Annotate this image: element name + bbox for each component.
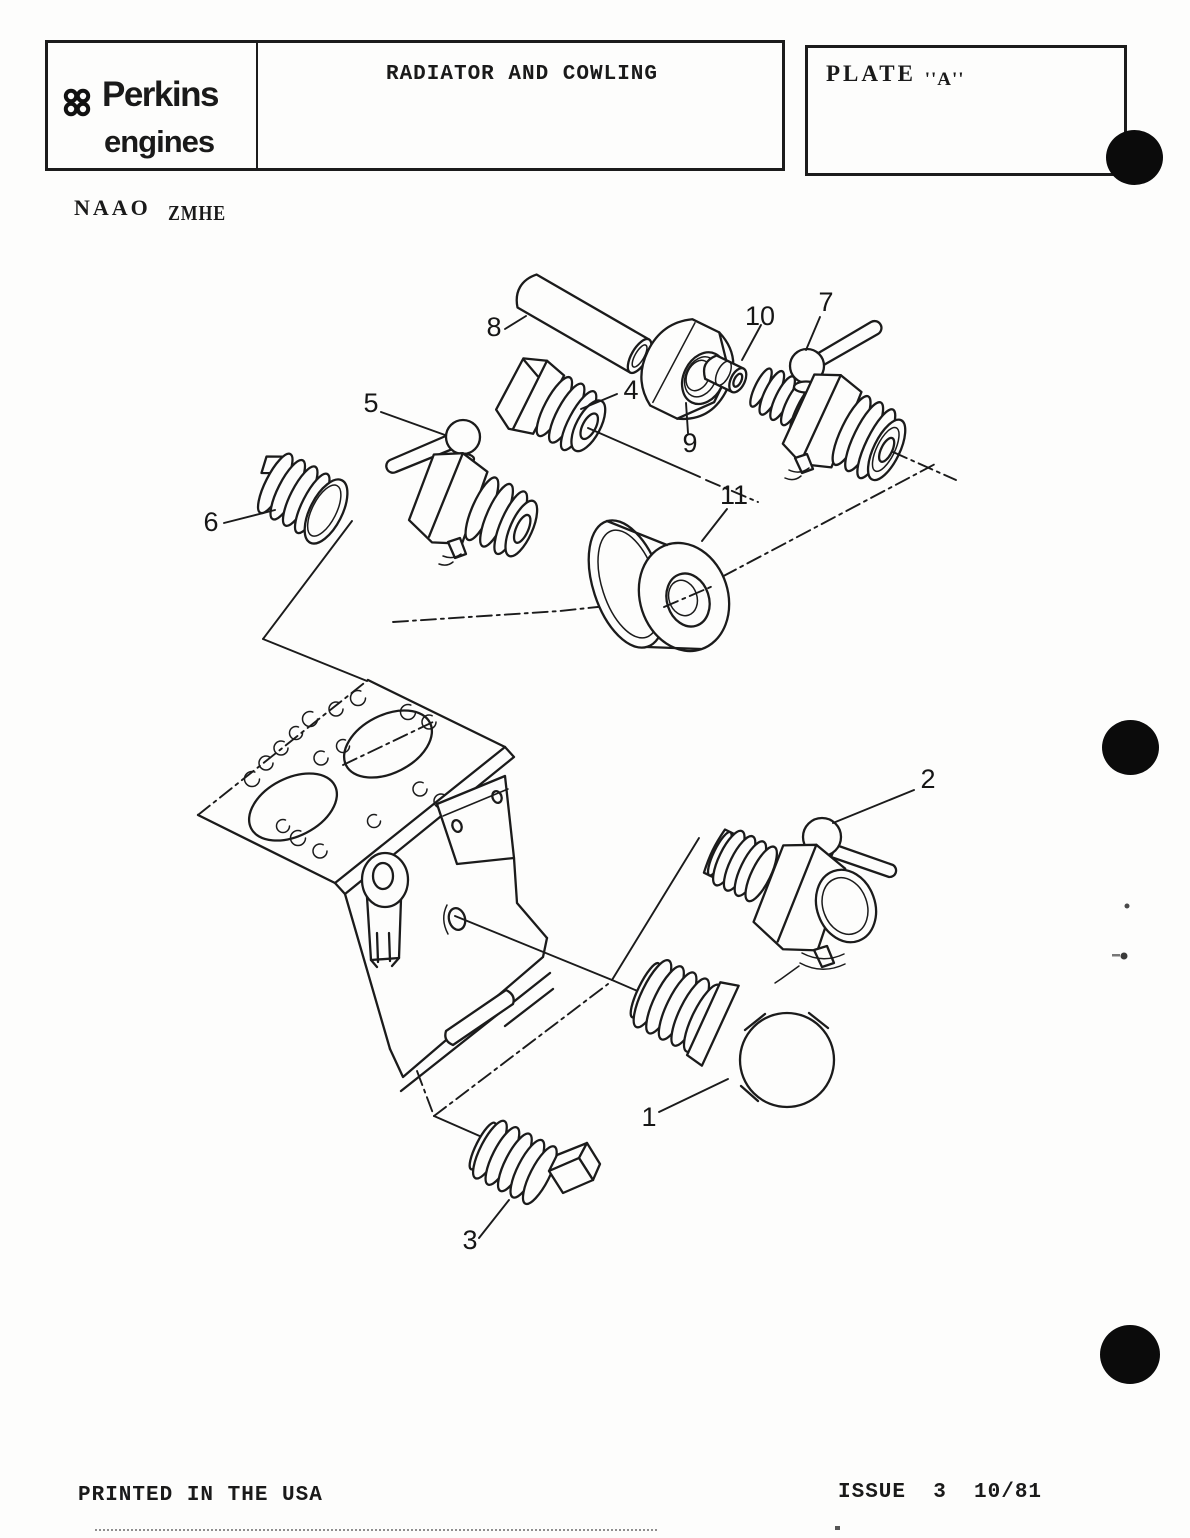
part-11-adaptor [587, 519, 731, 653]
callout-3: 3 [462, 1225, 477, 1255]
plate-word: PLATE [826, 61, 916, 86]
footer-issue: ISSUE 3 10/81 [838, 1481, 1043, 1504]
brand-logo: Perkins engines [62, 75, 219, 159]
callout-6: 6 [203, 507, 218, 537]
footer-printed: PRINTED IN THE USA [78, 1484, 323, 1507]
callout-9: 9 [682, 428, 697, 458]
part-3-square-plug [468, 1119, 602, 1206]
model-code-naao: NAAO [74, 195, 151, 220]
callout-5: 5 [363, 388, 378, 418]
title-block: Perkins engines RADIATOR AND COWLING [45, 40, 785, 171]
callout-numbers: 8 10 7 4 5 9 6 11 2 1 3 [203, 287, 935, 1255]
page-title: RADIATOR AND COWLING [385, 63, 659, 86]
callout-1: 1 [641, 1102, 656, 1132]
plate-box: PLATE ''A'' [805, 45, 1127, 176]
brand-name-line2: engines [104, 124, 215, 159]
title-block-divider [256, 43, 258, 168]
part-2-drain-tap [702, 816, 898, 984]
overlay-centre-lines [587, 427, 957, 608]
bolt-holes [243, 689, 449, 859]
part-4-plug [494, 357, 607, 453]
callout-10: 10 [745, 301, 775, 331]
scan-dotted-line [95, 1529, 657, 1531]
callout-2: 2 [920, 764, 935, 794]
part-6-plug [256, 452, 349, 545]
callout-7: 7 [818, 287, 833, 317]
punch-hole-middle [1102, 720, 1159, 775]
part-1-plug [629, 958, 836, 1109]
part-8-tube [515, 273, 653, 375]
leader-lines [223, 315, 915, 1239]
callout-11: 11 [720, 480, 748, 510]
brand-name-line1: Perkins [102, 75, 219, 114]
perkins-rings-icon [62, 87, 98, 126]
callout-4: 4 [623, 375, 638, 405]
punch-hole-bottom [1100, 1325, 1160, 1384]
model-code-zmhe: ZMHE [168, 201, 226, 225]
callout-8: 8 [486, 312, 501, 342]
part-5-drain-tap [385, 418, 539, 566]
engine-block [196, 678, 555, 1093]
part-10-olive [702, 354, 748, 394]
punch-hole-top [1106, 130, 1163, 185]
plate-letter: ''A'' [924, 69, 965, 90]
scan-speck [835, 1526, 840, 1530]
part-7-drain-tap [749, 319, 907, 482]
scan-specks [1112, 903, 1130, 960]
